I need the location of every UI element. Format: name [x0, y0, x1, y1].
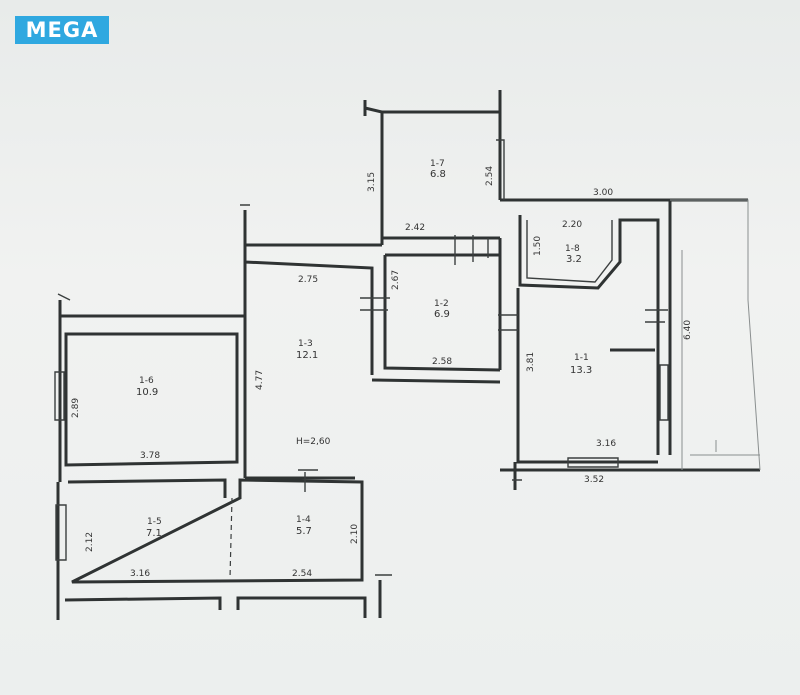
dim-2-54-horizontal: 2.54 [292, 569, 312, 579]
room-number-1-5: 1-5 [147, 517, 162, 527]
ceiling-height-label: H=2,60 [296, 437, 331, 447]
door-marks-1-2 [360, 297, 518, 331]
room-number-1-6: 1-6 [139, 376, 154, 386]
room-area-1-3: 12.1 [296, 350, 318, 361]
dim-2-20: 2.20 [562, 220, 582, 230]
dim-3-15: 3.15 [367, 172, 377, 192]
window-room-1-1 [659, 364, 669, 421]
dim-3-81: 3.81 [526, 352, 536, 372]
dim-3-52: 3.52 [584, 475, 604, 485]
window-room-1-7 [496, 139, 505, 200]
wall-room-1-8 [518, 215, 660, 455]
window-room-1-5 [55, 504, 67, 561]
dim-6-40: 6.40 [683, 320, 693, 340]
wall-bottom-outer [64, 580, 382, 618]
dim-4-77: 4.77 [255, 370, 265, 390]
wall-room-1-5-1-4 [67, 478, 364, 584]
corner-marks [57, 204, 522, 576]
room-area-1-2: 6.9 [434, 309, 450, 320]
door-marks-1-1 [645, 309, 668, 323]
dim-2-12: 2.12 [85, 532, 95, 552]
wall-room-1-1 [516, 288, 658, 464]
threshold-1-1 [567, 457, 619, 468]
room-number-1-3: 1-3 [298, 339, 313, 349]
dim-2-42: 2.42 [405, 223, 425, 233]
dim-2-89: 2.89 [71, 398, 81, 418]
wall-top-stub [363, 90, 502, 116]
dim-2-75: 2.75 [298, 275, 318, 285]
wall-room-1-3 [243, 210, 374, 480]
wall-room-1-6 [58, 300, 245, 482]
wall-room-1-8-inner [526, 220, 613, 283]
room-area-1-8: 3.2 [566, 254, 582, 265]
room-area-1-1: 13.3 [570, 365, 592, 376]
room-area-1-5: 7.1 [146, 528, 162, 539]
wall-bottom-right [500, 462, 760, 490]
door-marks-1-4 [298, 469, 318, 492]
room-area-1-4: 5.7 [296, 526, 312, 537]
door-marks-corridor [454, 235, 489, 265]
mega-logo: MEGA [15, 16, 109, 44]
room-number-1-4: 1-4 [296, 515, 311, 525]
wall-room-1-2 [383, 253, 502, 372]
wall-lower-partition [371, 378, 501, 384]
openings [54, 139, 761, 579]
room-number-1-8: 1-8 [565, 244, 580, 254]
wall-corridor-top [245, 236, 502, 255]
room-number-1-2: 1-2 [434, 299, 449, 309]
dim-3-00: 3.00 [593, 188, 613, 198]
partition-1-5-1-4 [229, 497, 233, 579]
dim-3-16-room-1-5: 3.16 [130, 569, 150, 579]
dimension-labels: 3.15 2.54 2.42 3.00 2.20 1.50 2.67 2.75 … [71, 166, 693, 579]
dim-2-67: 2.67 [391, 270, 401, 290]
walls [56, 90, 760, 620]
dim-2-58: 2.58 [432, 357, 452, 367]
dim-2-10: 2.10 [350, 524, 360, 544]
dim-1-50: 1.50 [533, 236, 543, 256]
room-number-1-1: 1-1 [574, 353, 589, 363]
room-area-1-7: 6.8 [430, 169, 446, 180]
dim-3-78: 3.78 [140, 451, 160, 461]
window-room-1-6 [54, 371, 65, 421]
dim-2-54-vertical: 2.54 [485, 166, 495, 186]
balcony-outline [670, 199, 761, 471]
room-area-1-6: 10.9 [136, 387, 158, 398]
room-labels: 1-7 6.8 1-8 3.2 1-2 6.9 1-3 12.1 1-6 10.… [136, 159, 592, 539]
room-number-1-7: 1-7 [430, 159, 445, 169]
dim-3-16-room-1-1: 3.16 [596, 439, 616, 449]
